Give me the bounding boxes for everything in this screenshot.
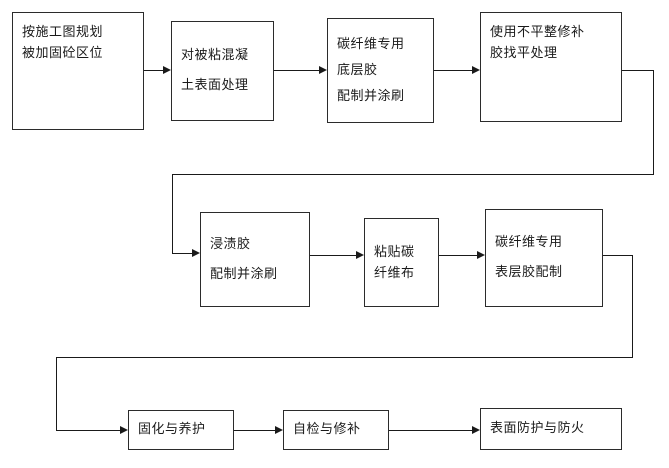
process-node-9[interactable]: 自检与修补 [283,410,389,450]
edge-n4-n5-seg-right [622,70,654,71]
node-2-line-2: 土表面处理 [181,78,249,93]
edge-n7-n8-seg-right [603,255,633,256]
process-node-3[interactable]: 碳纤维专用 底层胶 配制并涂刷 [327,18,434,123]
process-node-6[interactable]: 粘贴碳 纤维布 [364,218,439,307]
edge-n9-n10-arrow-icon [472,425,480,434]
edge-n6-n7-arrow-icon [477,250,485,259]
edge-n8-n9-line [234,430,275,431]
node-2-line-1: 对被粘混凝 [181,48,249,63]
node-5-line-2: 配制并涂刷 [210,266,278,282]
process-node-7[interactable]: 碳纤维专用 表层胶配制 [485,209,603,307]
edge-n4-n5-seg-into-node [172,253,192,254]
node-5-line-1: 浸渍胶 [210,236,251,252]
node-1-line-1: 按施工图规划 [22,25,104,40]
edge-n4-n5-seg-left [172,174,654,175]
node-9-line-1: 自检与修补 [293,422,361,437]
process-node-1[interactable]: 按施工图规划 被加固砼区位 [12,12,144,130]
edge-n1-n2-line [144,70,163,71]
process-node-8[interactable]: 固化与养护 [128,410,234,450]
edge-n7-n8-seg-down-left [56,357,57,431]
edge-n6-n7-line [439,255,477,256]
node-10-line-1: 表面防护与防火 [490,421,585,436]
node-3-line-1: 碳纤维专用 [337,36,405,52]
edge-n7-n8-seg-into-node [56,430,120,431]
node-7-line-1: 碳纤维专用 [495,235,563,250]
node-8-line-1: 固化与养护 [138,422,206,437]
process-node-10[interactable]: 表面防护与防火 [480,408,622,450]
edge-n4-n5-seg-down-left [172,174,173,253]
edge-n7-n8-seg-left [56,357,633,358]
edge-n5-n6-arrow-icon [356,250,364,259]
node-6-line-1: 粘贴碳 [374,244,415,260]
process-node-4[interactable]: 使用不平整修补 胶找平处理 [480,12,622,122]
node-1-line-2: 被加固砼区位 [22,46,104,61]
node-7-line-2: 表层胶配制 [495,265,563,280]
node-6-line-2: 纤维布 [374,265,415,281]
edge-n7-n8-seg-down-right [632,255,633,358]
edge-n4-n5-seg-down-right [653,70,654,175]
edge-n2-n3-line [274,70,319,71]
edge-n5-n6-line [310,255,356,256]
edge-n9-n10-line [389,430,472,431]
edge-n2-n3-arrow-icon [319,65,327,74]
process-node-2[interactable]: 对被粘混凝 土表面处理 [171,21,274,121]
edge-n8-n9-arrow-icon [275,425,283,434]
edge-n3-n4-arrow-icon [472,65,480,74]
node-3-line-2: 底层胶 [337,62,378,78]
node-4-line-1: 使用不平整修补 [490,25,585,40]
node-3-line-3: 配制并涂刷 [337,88,405,104]
node-4-line-2: 胶找平处理 [490,46,558,61]
edge-n3-n4-line [434,70,472,71]
edge-n7-n8-arrow-icon [120,425,128,434]
process-node-5[interactable]: 浸渍胶 配制并涂刷 [200,212,310,307]
edge-n4-n5-arrow-icon [192,248,200,257]
edge-n1-n2-arrow-icon [163,65,171,74]
